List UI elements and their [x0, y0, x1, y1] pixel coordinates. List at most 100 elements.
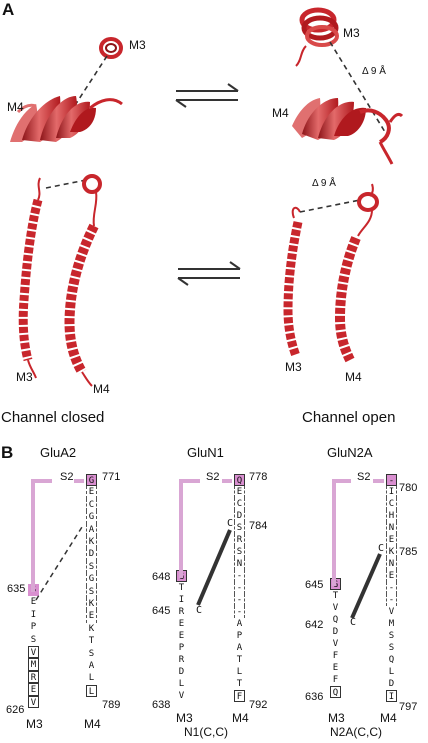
bottom-left-structure — [18, 174, 102, 387]
m3-helix — [18, 198, 43, 379]
residue: Q — [234, 474, 245, 486]
glun2a-title: GluN2A — [327, 445, 373, 460]
residue: K — [86, 598, 97, 611]
residue: E — [386, 570, 397, 582]
glun2a-m4-top: 780 — [399, 482, 418, 494]
residue: D — [86, 548, 97, 561]
residue: L — [178, 679, 185, 689]
dashed-distance — [299, 199, 361, 213]
residue: - — [386, 594, 397, 606]
residue: S — [28, 584, 39, 597]
equilibrium-arrow-bottom — [177, 261, 241, 286]
tl-m4-label: M4 — [7, 100, 24, 114]
glun1-m3-mid: 645 — [152, 605, 171, 617]
bl-m3-label: M3 — [16, 370, 33, 384]
residue: Q — [388, 655, 395, 665]
residue: S — [388, 631, 395, 641]
panel-b-letter: B — [1, 443, 14, 462]
glun2a-s2: S2 — [357, 471, 371, 483]
residue: E — [86, 486, 97, 499]
residue: E — [28, 683, 39, 696]
residue: K — [386, 546, 397, 558]
tr-distance-label: Δ 9 Å — [362, 66, 386, 77]
residue: T — [236, 655, 243, 665]
bottom-right-structure — [283, 183, 379, 363]
residue: F — [234, 690, 245, 702]
glua2-m3-bottom: 626 — [6, 704, 25, 716]
residue: P — [178, 643, 185, 653]
glun2a-m3-mid: 642 — [305, 619, 324, 631]
residue: E — [30, 597, 37, 608]
glua2-s2: S2 — [60, 471, 74, 483]
residue: V — [332, 639, 339, 649]
residue: D — [178, 667, 185, 677]
residue: G — [330, 578, 341, 590]
residue: G — [86, 474, 97, 487]
residue: A — [236, 619, 243, 629]
residue: L — [388, 667, 395, 677]
glun1-m4-bottom: 792 — [249, 699, 268, 711]
residue: L — [88, 673, 95, 684]
glun1-s2: S2 — [206, 471, 220, 483]
residue: - — [234, 570, 245, 582]
residue: A — [86, 523, 97, 536]
residue: H — [386, 510, 397, 522]
residue: E — [86, 610, 97, 623]
residue: R — [28, 670, 39, 684]
glun1-m4-mid: 784 — [249, 520, 268, 532]
residue: R — [178, 655, 185, 665]
residue: E — [386, 534, 397, 546]
residue: G — [86, 511, 97, 524]
glun2a-subtitle: N2A(C,C) — [330, 725, 383, 739]
residue: T — [236, 679, 243, 689]
m4-helix — [10, 96, 123, 142]
br-m3-label: M3 — [285, 360, 302, 374]
glua2-m3-label: M3 — [26, 717, 43, 731]
residue: M — [388, 619, 395, 629]
m4-helix — [334, 236, 361, 363]
glun2a-m3-top: 645 — [305, 579, 324, 591]
residue: S — [30, 634, 37, 645]
m3-helix — [283, 221, 303, 358]
residue: V — [28, 646, 39, 659]
residue: R — [234, 534, 245, 546]
residue: D — [234, 510, 245, 522]
residue: V — [388, 607, 395, 617]
glun1-m3-top: 648 — [152, 571, 171, 583]
residue: M — [28, 658, 39, 671]
glun1-m4-top: 778 — [249, 471, 268, 483]
glua2-m4-label: M4 — [84, 717, 101, 731]
residue: Q — [332, 615, 339, 625]
residue: I — [386, 486, 397, 498]
residue: L — [236, 667, 243, 677]
top-left-structure — [10, 37, 123, 142]
residue: I — [386, 690, 397, 702]
residue: - — [234, 594, 245, 606]
top-right-structure — [292, 7, 404, 165]
residue: E — [178, 631, 185, 641]
residue: D — [388, 679, 395, 689]
m3-helix-coil — [295, 7, 339, 67]
tr-m4-label: M4 — [272, 106, 289, 120]
residue: S — [234, 522, 245, 534]
residue: I — [178, 595, 185, 605]
residue: C — [234, 498, 245, 510]
dashed-distance — [67, 55, 108, 117]
glun2a-c-left: C — [350, 617, 357, 628]
residue: S — [388, 643, 395, 653]
residue: - — [234, 582, 245, 594]
residue: D — [332, 627, 339, 637]
equilibrium-arrow-top — [175, 83, 239, 108]
residue: L — [86, 684, 97, 698]
residue: - — [386, 474, 397, 486]
br-m4-label: M4 — [345, 370, 362, 384]
residue: S — [86, 585, 97, 598]
residue: P — [236, 631, 243, 641]
br-distance-label: Δ 9 Å — [312, 178, 336, 189]
glun1-m3-bottom: 638 — [152, 699, 171, 711]
m4-helix — [64, 223, 99, 387]
glun1-c-right: C — [227, 518, 234, 529]
residue: T — [178, 583, 185, 593]
residue: C — [86, 498, 97, 512]
